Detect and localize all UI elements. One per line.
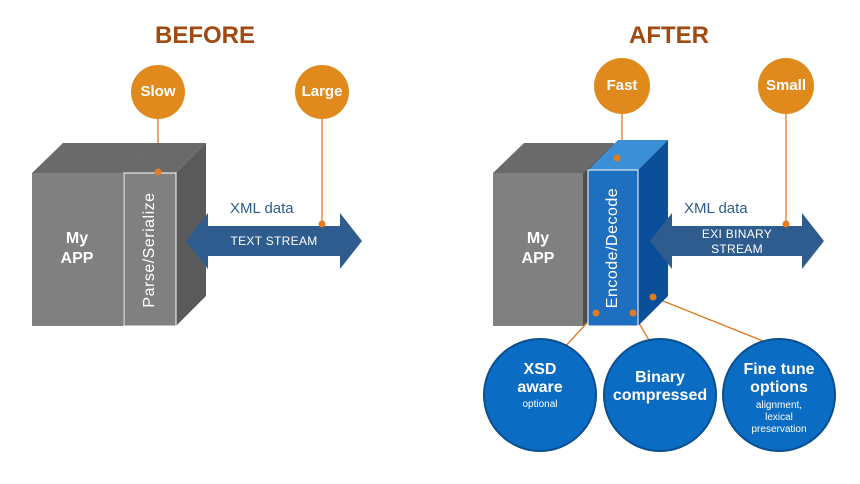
parse-front (123, 172, 177, 327)
small-tag: Small (765, 77, 807, 94)
exi-stream-line2: STREAM (711, 242, 763, 256)
parse-side (176, 143, 206, 326)
small-connector-dot (782, 220, 790, 228)
before-xml-data-label: XML data (230, 200, 294, 217)
exi-stream-arrow (650, 213, 824, 269)
feature-finetune-title2: options (750, 379, 808, 396)
small-tag-circle (758, 58, 814, 114)
finetune-connector-dot (649, 293, 657, 301)
feature-circle-finetune (722, 338, 836, 452)
fast-connector-dot (613, 154, 621, 162)
after-app-top (493, 143, 614, 173)
feature-finetune-sub1: alignment, (755, 400, 803, 411)
parse-top (124, 143, 206, 173)
exi-stream-line1: EXI BINARY (701, 227, 773, 241)
encode-side (638, 140, 668, 326)
slow-tag: Slow (140, 83, 176, 100)
text-stream-arrow (186, 213, 362, 269)
large-tag: Large (301, 83, 343, 100)
feature-circle-binary (603, 338, 717, 452)
large-connector-dot (318, 220, 326, 228)
encode-front (587, 169, 639, 327)
feature-binary: Binary compressed (604, 369, 716, 405)
feature-finetune: Fine tune options alignment, lexical pre… (723, 361, 835, 436)
slow-tag-circle (131, 65, 185, 119)
feature-xsd: XSD aware optional (484, 361, 596, 411)
feature-binary-title2: compressed (612, 387, 708, 404)
text-stream-label: TEXT STREAM (230, 234, 318, 248)
exi-stream-label: EXI BINARY STREAM (672, 227, 802, 257)
parse-serialize-label: Parse/Serialize (141, 192, 158, 308)
large-tag-circle (295, 65, 349, 119)
finetune-connector (652, 296, 769, 344)
xsd-connector-dot (592, 309, 600, 317)
feature-xsd-title1: XSD (523, 361, 557, 378)
before-app-line2: APP (60, 250, 94, 267)
feature-binary-title1: Binary (635, 369, 685, 386)
after-app-label: My APP (493, 229, 583, 269)
after-app-line1: My (526, 230, 550, 247)
binary-connector-dot (629, 309, 637, 317)
feature-finetune-sub2: lexical (765, 412, 793, 423)
fast-tag: Fast (606, 77, 638, 94)
before-app-line1: My (65, 230, 89, 247)
encode-decode-label: Encode/Decode (604, 187, 621, 309)
after-xml-data-label: XML data (684, 200, 748, 217)
encode-top (588, 140, 668, 170)
before-app-label: My APP (32, 229, 122, 269)
slow-connector-dot (154, 168, 162, 176)
feature-circle-xsd (483, 338, 597, 452)
after-heading: AFTER (629, 22, 709, 49)
before-app-top (32, 143, 154, 173)
after-app-line2: APP (521, 250, 555, 267)
before-app-front (32, 173, 123, 326)
fast-tag-circle (594, 58, 650, 114)
feature-finetune-title1: Fine tune (743, 361, 815, 378)
feature-xsd-title2: aware (517, 379, 563, 396)
before-heading: BEFORE (154, 22, 255, 49)
feature-xsd-sub1: optional (522, 399, 558, 410)
after-app-front (493, 173, 583, 326)
feature-finetune-sub3: preservation (751, 424, 807, 435)
